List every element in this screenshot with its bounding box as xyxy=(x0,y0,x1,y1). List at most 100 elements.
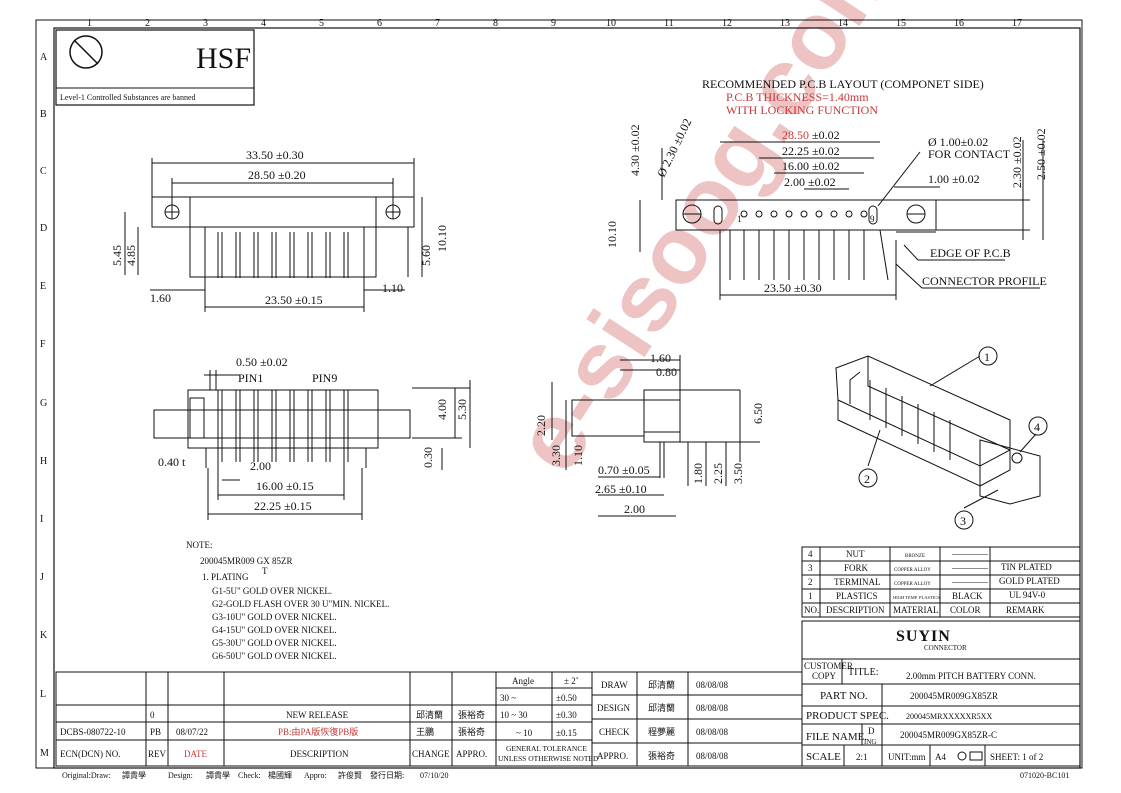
dim-text: 28.50 xyxy=(782,128,809,142)
dim-text: 3.50 xyxy=(731,463,745,484)
dim-text: 6.50 xyxy=(751,403,765,424)
footer-check: Check: xyxy=(238,771,261,780)
dim-text: 2.20 xyxy=(534,415,548,436)
product-spec-value: 200045MRXXXXXR5XX xyxy=(906,712,992,721)
copy-label: COPY xyxy=(812,671,837,681)
dim-text: 5.45 xyxy=(110,245,124,266)
col-mark: 10 xyxy=(606,18,616,29)
front-view xyxy=(153,370,471,520)
row-mark: I xyxy=(40,514,43,525)
bom-desc: NUT xyxy=(846,549,865,559)
rev-header: ECN(DCN) NO. xyxy=(60,749,121,759)
footer-issued: 發行日期: xyxy=(370,770,404,780)
dim-text: 22.25 ±0.02 xyxy=(782,144,840,158)
company-sub: CONNECTOR xyxy=(924,644,967,652)
note-line: G6-50U" GOLD OVER NICKEL. xyxy=(212,651,337,661)
bom-no: 2 xyxy=(808,577,813,587)
pcb-pin1-label: 1 xyxy=(737,214,742,224)
dim-text: ±0.02 xyxy=(812,128,840,142)
rev-header: APPRO. xyxy=(456,749,487,759)
approval-role: CHECK xyxy=(599,727,630,737)
approval-date: 08/08/08 xyxy=(696,751,729,761)
tol-range: 10 ~ 30 xyxy=(500,710,528,720)
note-plating: 1. PLATING xyxy=(202,572,249,582)
front-view-dims: 0.50 ±0.02 PIN1 PIN9 0.40 t 2.00 16.00 ±… xyxy=(158,355,469,513)
rev-value: PB xyxy=(150,727,161,737)
footer-original-name: 譚貴學 xyxy=(122,770,146,780)
drawing-code: 071020-BC101 xyxy=(1020,771,1069,780)
file-d: D xyxy=(868,726,875,736)
dim-text: 16.00 ±0.15 xyxy=(256,479,314,493)
approvals-text: DRAW 邱清蘭 08/08/08 DESIGN 邱清蘭 08/08/08 CH… xyxy=(597,679,729,761)
dim-text: 1.60 xyxy=(150,291,171,305)
bom-mat: BRONZE xyxy=(905,554,925,559)
bom-table xyxy=(801,546,1081,618)
dim-text: 3.30 xyxy=(549,445,563,466)
bom-desc: FORK xyxy=(844,563,869,573)
dim-text: 0.40 t xyxy=(158,455,186,469)
approval-date: 08/08/08 xyxy=(696,680,729,690)
bom-header: NO. xyxy=(804,605,819,615)
side-view xyxy=(551,355,760,517)
hsf-banned-text: Level-1 Controlled Substances are banned xyxy=(60,93,196,102)
dim-text: FOR CONTACT xyxy=(928,147,1011,161)
file-name-label: FILE NAME. xyxy=(806,731,867,743)
col-mark: 8 xyxy=(493,18,498,29)
dim-text: 23.50 ±0.15 xyxy=(265,293,323,307)
pcb-pin9-label: 9 xyxy=(870,214,875,224)
approval-date: 08/08/08 xyxy=(696,727,729,737)
row-mark: D xyxy=(40,223,47,234)
col-mark: 6 xyxy=(377,18,382,29)
rev-value: 0 xyxy=(150,710,155,720)
projection-icon xyxy=(969,751,983,761)
dim-text: 4.30 ±0.02 xyxy=(628,124,642,176)
note-line: G1-5U" GOLD OVER NICKEL. xyxy=(212,586,332,596)
col-mark: 12 xyxy=(722,18,732,29)
inner-frame xyxy=(53,27,1081,769)
row-mark: B xyxy=(40,109,47,120)
tol-value: ±0.50 xyxy=(556,693,577,703)
bom-header: MATERIAL xyxy=(893,605,939,615)
row-markers: A B C D E F G H I J K L M xyxy=(40,52,49,759)
bom-mat: COPPER ALLOY xyxy=(894,582,931,587)
footer-appro-name: 許俊賢 xyxy=(338,770,362,780)
rev-desc: NEW RELEASE xyxy=(286,710,349,720)
note-line: G5-30U" GOLD OVER NICKEL. xyxy=(212,638,337,648)
top-view-dims: 33.50 ±0.30 28.50 ±0.20 23.50 ±0.15 1.60… xyxy=(110,148,449,307)
col-mark: 11 xyxy=(664,18,674,29)
bom-color: ———— xyxy=(951,577,989,587)
part-no-label: PART NO. xyxy=(820,690,868,702)
approval-role: APPRO. xyxy=(597,751,628,761)
balloon-3: 3 xyxy=(960,514,966,528)
dim-text: 2.30 ±0.02 xyxy=(1010,136,1024,188)
bom-color: ———— xyxy=(951,549,989,559)
revision-text: 0 NEW RELEASE 邱清蘭 張裕奇 DCBS-080722-10 PB … xyxy=(60,709,487,759)
rev-header: CHANGE xyxy=(412,749,450,759)
row-mark: L xyxy=(40,689,46,700)
pin1-label: PIN1 xyxy=(238,371,263,385)
title-block-text: SUYIN CONNECTOR CUSTOMER COPY TITLE: 2.0… xyxy=(804,628,1069,780)
bom-color: BLACK xyxy=(952,591,983,601)
part-no-value: 200045MR009GX85ZR xyxy=(910,691,998,701)
bom-text: 4 NUT BRONZE ———— TIN PLATED 3 FORK COPP… xyxy=(804,549,1060,615)
col-mark: 2 xyxy=(145,18,150,29)
column-markers: 1 2 3 4 5 6 7 8 9 10 11 12 13 14 15 16 1… xyxy=(87,18,1022,29)
row-mark: K xyxy=(40,630,48,641)
connector-profile-label: CONNECTOR PROFILE xyxy=(922,274,1047,288)
approval-name: 邱清蘭 xyxy=(648,679,675,690)
dim-text: 2.00 xyxy=(250,459,271,473)
col-mark: 7 xyxy=(435,18,440,29)
rev-change: 邱清蘭 xyxy=(416,709,443,720)
customer-label: CUSTOMER xyxy=(804,661,853,671)
dim-text: Ø 1.00±0.02 xyxy=(928,135,988,149)
bom-remark: TIN PLATED xyxy=(1001,562,1052,572)
edge-of-pcb-label: EDGE OF P.C.B xyxy=(930,246,1011,260)
dim-text: 1.80 xyxy=(691,463,705,484)
rev-date: 08/07/22 xyxy=(176,727,208,737)
row-mark: A xyxy=(40,52,48,63)
dim-text: 22.25 ±0.15 xyxy=(254,499,312,513)
dim-text: 5.60 xyxy=(419,245,433,266)
approval-role: DESIGN xyxy=(597,703,630,713)
company-name: SUYIN xyxy=(896,628,951,645)
